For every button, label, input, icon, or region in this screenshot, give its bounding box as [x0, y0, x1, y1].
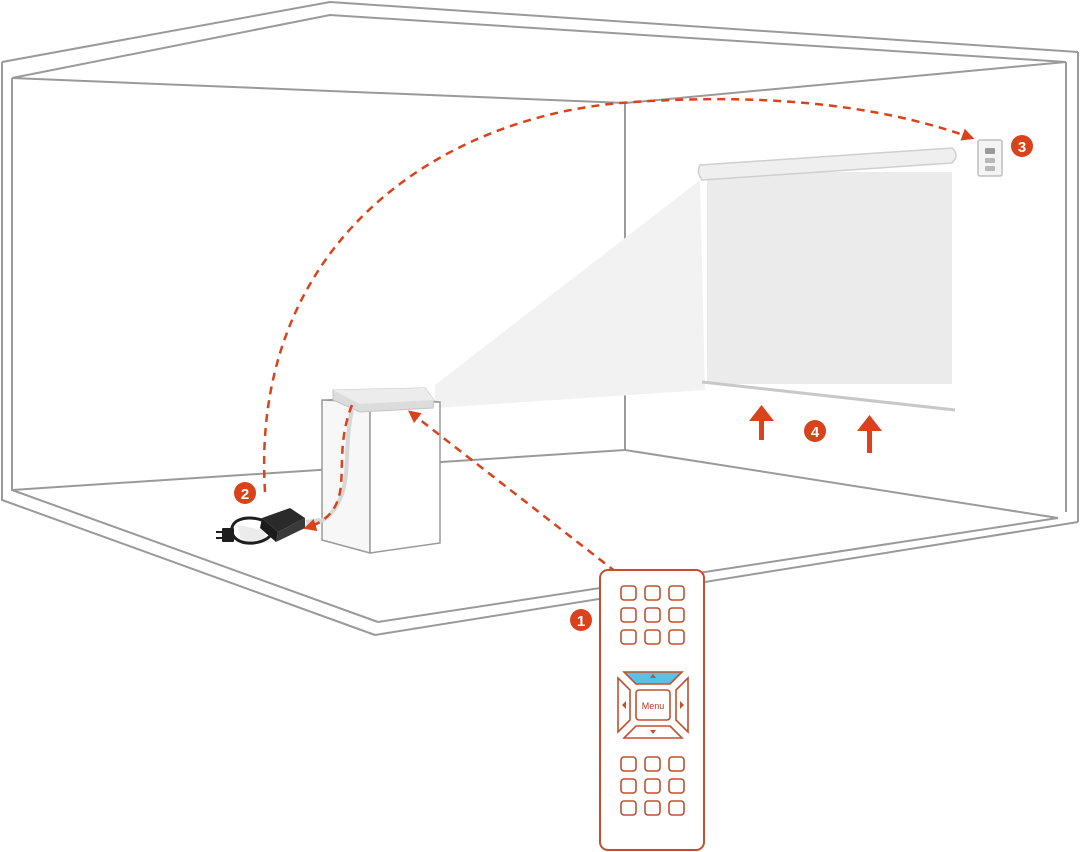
step-badge-4: 4 [804, 420, 826, 442]
arrow-adapter-to-receiver [262, 97, 975, 493]
menu-button [635, 689, 671, 721]
projection-beam [435, 180, 705, 408]
svg-text:2: 2 [241, 486, 249, 503]
remote-control: Menu [599, 569, 705, 851]
step-badge-1: 1 [570, 609, 592, 631]
svg-text:3: 3 [1018, 139, 1026, 156]
arrow-up-icon [650, 674, 656, 678]
cabinet [299, 395, 441, 554]
svg-text:4: 4 [811, 424, 820, 441]
arrow-cabinet-to-adapter [303, 404, 354, 531]
remote-number-keys-top [620, 585, 685, 645]
arrow-left-icon [622, 701, 626, 709]
arrow-up-icon [857, 415, 882, 453]
projector-screen [697, 147, 957, 412]
svg-text:1: 1 [577, 613, 585, 630]
wall-receiver [977, 139, 1003, 177]
power-adapter [216, 508, 321, 545]
arrow-down-icon [650, 730, 656, 734]
menu-button-label: Menu [642, 701, 665, 711]
plug-icon [216, 528, 234, 542]
signal-arrows [262, 97, 975, 573]
arrow-right-icon [680, 701, 684, 709]
room-outline [1, 0, 1079, 636]
arrow-remote-to-projector [408, 410, 617, 573]
step-badge-3: 3 [1011, 135, 1033, 157]
arrow-up-icon [749, 405, 774, 440]
step-badge-2: 2 [234, 482, 256, 504]
remote-dpad: Menu [617, 671, 689, 739]
screen-canvas [707, 172, 952, 384]
remote-number-keys-bottom [620, 756, 685, 816]
screen-housing [697, 147, 957, 181]
screen-bottom-bar [701, 380, 956, 412]
projector-unit [332, 387, 435, 413]
